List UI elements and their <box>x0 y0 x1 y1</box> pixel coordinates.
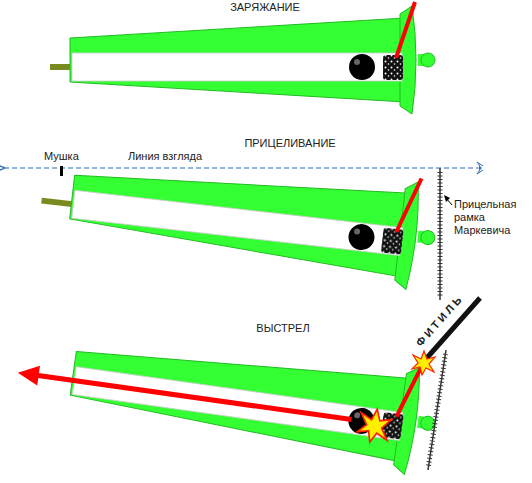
front-sight <box>60 166 63 176</box>
cannon-loading <box>50 2 435 114</box>
part-label: Линия взгляда <box>128 150 202 163</box>
sight-line <box>4 168 478 169</box>
eye-symbol <box>477 162 483 174</box>
section-title: ВЫСТРЕЛ <box>256 322 309 335</box>
section-title: ЗАРЯЖАНИЕ <box>230 1 300 14</box>
cannon-aiming <box>36 136 441 292</box>
part-label: Прицельная рамка Маркевича <box>454 198 530 237</box>
sight-frame <box>440 168 441 300</box>
part-label: Мушка <box>44 150 79 163</box>
sight-frame-firing <box>428 350 446 470</box>
cannon-firing <box>11 308 443 477</box>
section-title: ПРИЦЕЛИВАНИЕ <box>244 137 335 150</box>
